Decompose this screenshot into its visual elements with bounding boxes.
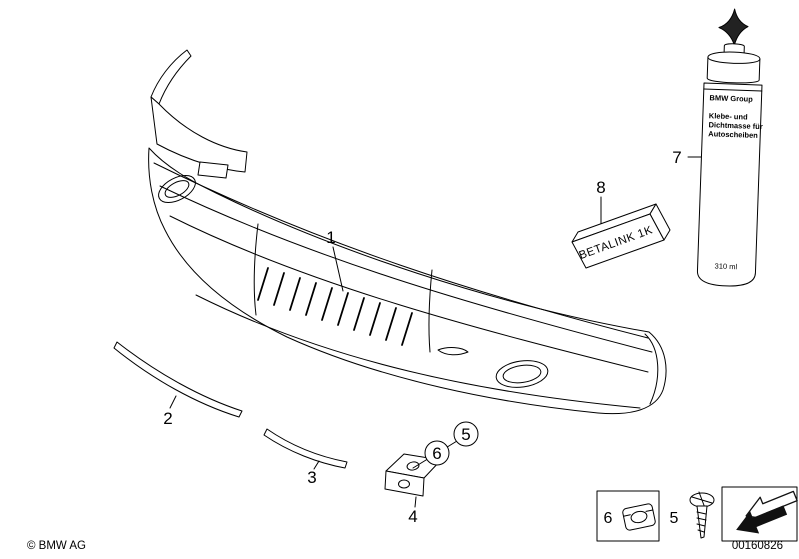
sealant-tube-drawing: BMW Group Klebe- und Dichtmasse für Auto… — [696, 8, 763, 287]
trim-strip-2 — [113, 341, 243, 418]
bumper-crease-2 — [159, 185, 653, 353]
spoiler-top-strip-tab — [197, 161, 229, 179]
tube-volume-text: 310 ml — [714, 262, 737, 272]
spoiler-top-edge — [150, 49, 192, 105]
legend-direction-box — [721, 486, 798, 542]
tube-shoulder-line — [703, 88, 763, 92]
grille-slats — [257, 267, 413, 346]
tube-desc-line2: Dichtmasse für — [708, 120, 763, 131]
bumper-outline — [148, 147, 667, 415]
legend-screw-item[interactable]: 5 — [670, 491, 715, 539]
legend-clip-number: 6 — [604, 510, 613, 527]
tube-desc-line3: Autoscheiben — [708, 129, 758, 140]
bumper-crease-1 — [153, 162, 649, 339]
doc-number-text: 00160826 — [732, 540, 783, 552]
bumper-slot — [437, 347, 469, 356]
tube-brand-text: BMW Group — [709, 93, 753, 104]
callout-6[interactable]: 6 — [432, 444, 441, 463]
clip-icon — [622, 503, 656, 531]
bumper-lip-crease — [195, 294, 641, 409]
callout-2[interactable]: 2 — [163, 409, 172, 428]
tube-nozzle-tip — [718, 8, 749, 46]
callout-8[interactable]: 8 — [596, 178, 605, 197]
legend-screw-number: 5 — [670, 510, 679, 527]
bumper-crease-3 — [169, 215, 649, 373]
fog-lamp-right — [495, 360, 549, 388]
legend-clip-box[interactable]: 6 — [596, 490, 660, 542]
fog-lamp-left-inner — [164, 180, 190, 198]
callout-5-circle[interactable] — [453, 421, 479, 447]
trim-strip-3 — [263, 428, 348, 469]
bumper-tip-curve — [644, 333, 659, 405]
direction-arrow-icon — [736, 490, 798, 534]
adhesive-box-drawing: BETALINK 1K — [571, 203, 671, 269]
tube-desc-line1: Klebe- und — [709, 111, 748, 121]
callout-1[interactable]: 1 — [326, 228, 335, 247]
bumper-seam-right — [428, 269, 433, 353]
spoiler-top-strip — [150, 96, 248, 173]
front-spoiler-drawing — [148, 49, 667, 415]
callout-4[interactable]: 4 — [408, 507, 417, 526]
fog-lamp-left — [158, 174, 196, 204]
callout-5[interactable]: 5 — [461, 425, 470, 444]
bumper-seam-left — [253, 223, 259, 316]
screw-icon — [689, 491, 715, 539]
fog-lamp-right-inner — [502, 364, 542, 384]
tube-body — [696, 82, 763, 287]
copyright-text: © BMW AG — [27, 540, 86, 552]
callout-3[interactable]: 3 — [307, 468, 316, 487]
tube-cap — [706, 51, 761, 84]
tube-cap-rim — [707, 56, 761, 64]
bracket-hole-front — [398, 479, 410, 489]
callout-7[interactable]: 7 — [672, 148, 681, 167]
adhesive-box-front — [571, 213, 665, 269]
callout-6-circle[interactable] — [424, 440, 450, 466]
